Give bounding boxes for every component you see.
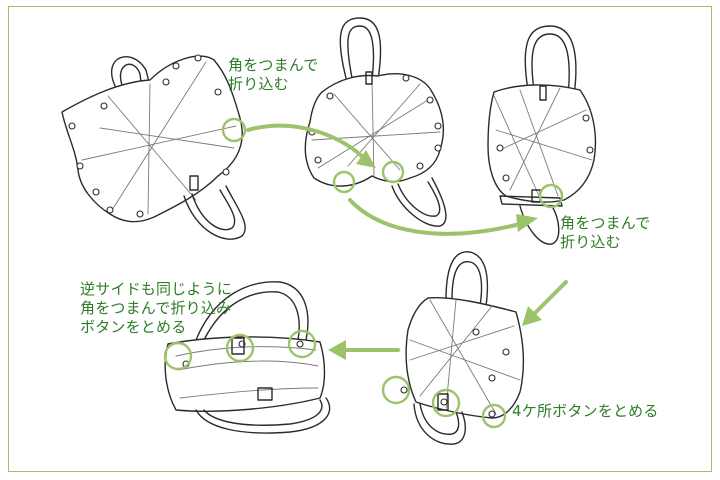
arrow-step2-to-step3 — [348, 198, 522, 236]
highlight-corner-1 — [221, 117, 247, 143]
highlight-snap-3 — [481, 403, 507, 429]
caption-repeat-other-side: 逆サイドも同じように 角をつまんで折り込み ボタンをとめる — [80, 280, 233, 336]
arrow-step1-to-step2 — [246, 123, 366, 160]
bag-step1-flat — [61, 54, 246, 240]
highlight-corner-4 — [538, 183, 564, 209]
highlight-corner-2 — [381, 160, 405, 184]
caption-fold-corner-2: 角をつまんで 折り込む — [560, 214, 651, 251]
highlight-circles — [163, 117, 564, 429]
diagram-frame — [8, 6, 712, 472]
caption-close-four-buttons: 4ケ所ボタンをとめる — [512, 402, 659, 420]
bag-step2-folding — [304, 17, 447, 227]
highlight-finished-1 — [163, 341, 193, 371]
bag-step3-folding — [487, 25, 597, 245]
highlight-finished-3 — [287, 329, 317, 359]
arrow-step3-to-step4 — [530, 280, 568, 318]
highlight-snap-1 — [381, 375, 411, 405]
caption-fold-corner-1: 角をつまんで 折り込む — [228, 56, 319, 93]
highlight-snap-2 — [431, 388, 461, 418]
highlight-corner-3 — [332, 170, 356, 194]
highlight-finished-2 — [225, 333, 255, 363]
bag-step5-finished — [164, 281, 331, 434]
bag-step4-buttoned — [400, 251, 525, 445]
arrows — [246, 123, 568, 360]
